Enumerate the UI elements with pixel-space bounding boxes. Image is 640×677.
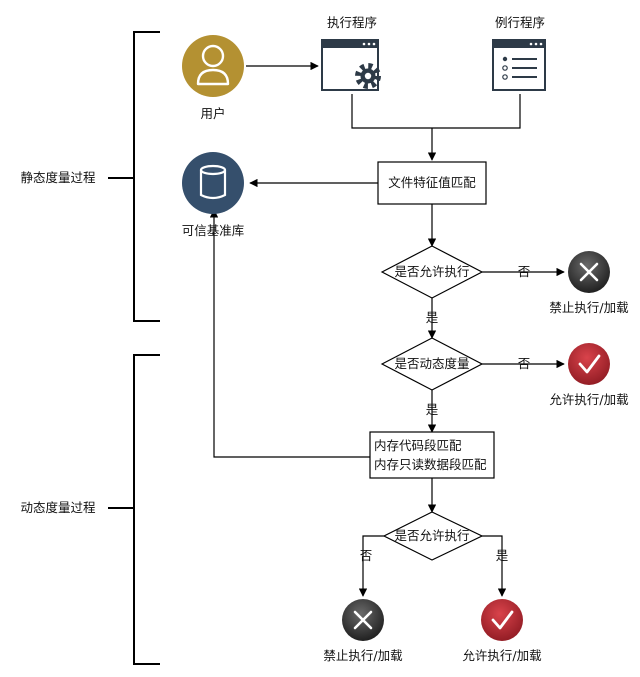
static-phase-bracket: [108, 31, 160, 322]
dynamic-phase-bracket: [108, 354, 160, 665]
routine-program-label: 例行程序: [495, 15, 545, 30]
check-circle-icon: [481, 599, 523, 641]
mem-ro-match-label: 内存只读数据段匹配: [374, 457, 487, 472]
dynamic-phase-label: 动态度量过程: [20, 500, 96, 515]
q1-no-label: 否: [518, 264, 531, 279]
x-circle-icon: [568, 251, 610, 293]
dynamic-measure-decision-label: 是否动态度量: [394, 356, 469, 371]
q1-yes-label: 是: [426, 310, 439, 325]
mem-code-match-label: 内存代码段匹配: [374, 438, 462, 453]
window-gear-icon: [321, 39, 381, 91]
allow-exec-decision-1-label: 是否允许执行: [394, 264, 469, 279]
q2-no-label: 否: [518, 356, 531, 371]
file-match-box: [377, 161, 487, 205]
window-list-icon: [492, 39, 546, 91]
q2-yes-label: 是: [426, 402, 439, 417]
x-circle-icon: [342, 599, 384, 641]
dynamic-measure-decision: [380, 337, 484, 391]
q3-yes-arrow: [482, 535, 507, 597]
static-phase-label: 静态度量过程: [20, 170, 96, 185]
connectors: [209, 61, 565, 597]
check-circle-icon: [568, 343, 610, 385]
mem-match-to-baseline-arrow: [209, 209, 370, 458]
allow-exec-decision-1: [380, 245, 484, 299]
programs-to-file-match-arrow: [351, 94, 521, 160]
deny-2-label: 禁止执行/加载: [323, 648, 403, 663]
deny-1-label: 禁止执行/加载: [549, 300, 629, 315]
q3-no-label: 否: [360, 548, 373, 563]
file-match-label: 文件特征值匹配: [388, 175, 476, 190]
q3-no-arrow: [358, 535, 384, 597]
allow-2-label: 允许执行/加载: [462, 648, 542, 663]
user-icon: [182, 35, 244, 97]
allow-1-label: 允许执行/加载: [549, 392, 629, 407]
user-label: 用户: [200, 106, 225, 121]
trusted-baseline-label: 可信基准库: [182, 223, 245, 238]
exec-program-label: 执行程序: [327, 15, 377, 30]
q3-yes-label: 是: [496, 548, 509, 563]
allow-exec-decision-2: [382, 511, 484, 561]
mem-match-box: [369, 431, 495, 479]
allow-exec-decision-2-label: 是否允许执行: [394, 528, 469, 543]
database-icon: [182, 152, 244, 214]
